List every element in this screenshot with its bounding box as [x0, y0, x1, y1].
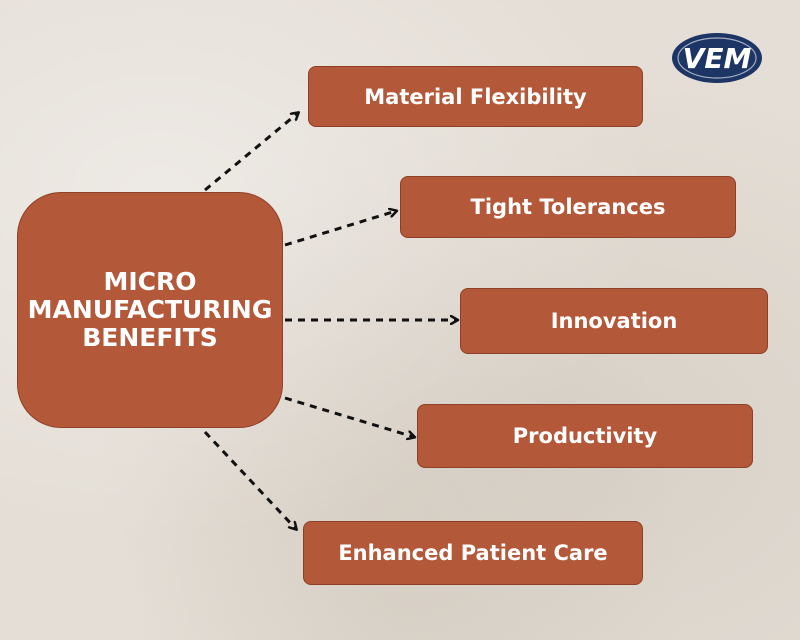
arrow-to-tight-tolerances: [284, 211, 396, 247]
benefit-label: Material Flexibility: [364, 84, 587, 109]
arrow-to-productivity: [284, 396, 414, 437]
center-node: MICRO MANUFACTURING BENEFITS: [17, 192, 283, 428]
vem-logo: VEM: [672, 33, 762, 83]
arrow-to-enhanced-patient-care: [203, 430, 296, 529]
arrow-to-material-flexibility: [204, 113, 298, 192]
benefit-label: Productivity: [512, 424, 658, 448]
center-line-1: MICRO: [103, 267, 197, 296]
center-line-3: BENEFITS: [82, 323, 218, 352]
benefit-tight-tolerances: Tight Tolerances: [400, 176, 736, 238]
benefit-label: Tight Tolerances: [470, 195, 666, 219]
benefit-enhanced-patient-care: Enhanced Patient Care: [303, 521, 643, 585]
logo-text: VEM: [683, 42, 752, 75]
benefit-innovation: Innovation: [460, 288, 768, 354]
center-line-2: MANUFACTURING: [27, 295, 273, 324]
benefit-productivity: Productivity: [417, 404, 753, 468]
benefit-material-flexibility: Material Flexibility: [308, 66, 643, 127]
benefit-label: Enhanced Patient Care: [338, 541, 608, 565]
benefit-label: Innovation: [550, 309, 678, 333]
